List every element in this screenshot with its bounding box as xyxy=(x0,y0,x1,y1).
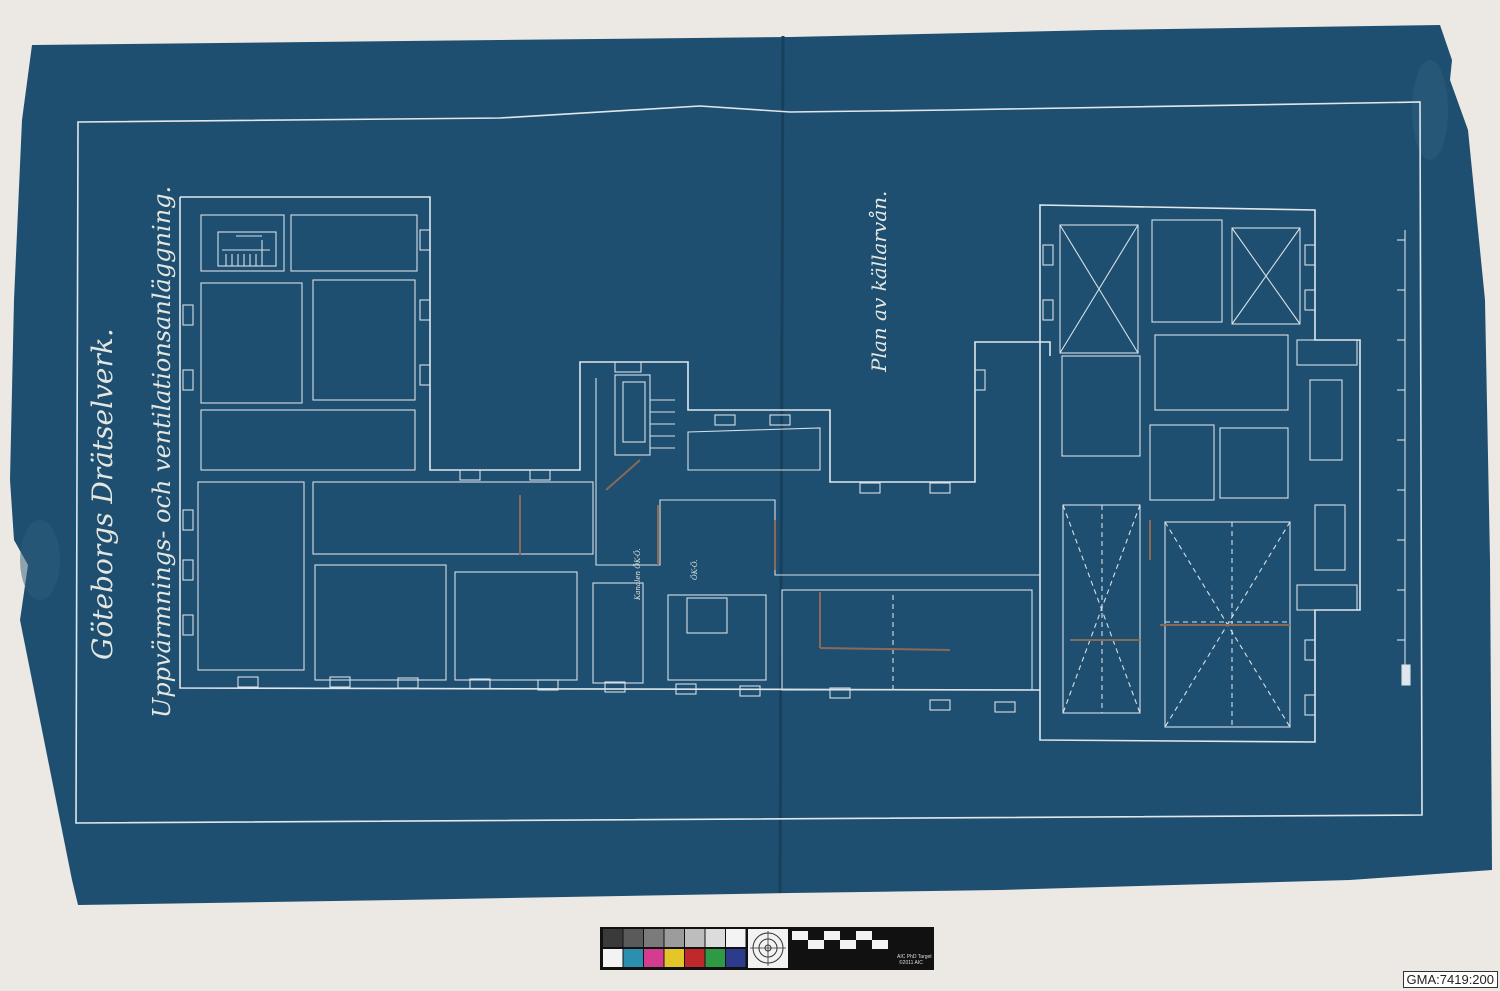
middle-section xyxy=(519,374,1040,691)
worn-patch xyxy=(20,520,60,600)
ruler-block xyxy=(792,931,808,940)
gray-patch xyxy=(623,929,643,947)
color-patch xyxy=(685,949,705,967)
drawing-title-line-1: Göteborgs Drätselverk. xyxy=(86,328,119,660)
color-target: AIC PhD Target ©2011 AIC xyxy=(600,927,934,970)
gray-patch xyxy=(726,929,746,947)
left-wing xyxy=(179,196,1051,691)
gray-patch xyxy=(664,929,684,947)
scale-bar xyxy=(1397,230,1411,686)
gray-patch xyxy=(705,929,725,947)
color-patch xyxy=(603,949,623,967)
fold-line xyxy=(778,35,785,894)
gray-patch xyxy=(603,929,623,947)
gray-patch xyxy=(644,929,664,947)
color-patch xyxy=(623,949,643,967)
ruler-block xyxy=(840,940,856,949)
worn-patch xyxy=(1412,60,1448,160)
window-marks xyxy=(182,229,1316,716)
catalog-label: GMA:7419:200 xyxy=(1402,971,1498,988)
color-patch xyxy=(644,949,664,967)
blueprint-sheet xyxy=(10,25,1492,905)
target-label-line-1: AIC PhD Target xyxy=(897,954,932,960)
gray-patch xyxy=(685,929,705,947)
target-ruler xyxy=(792,931,888,949)
ruler-block xyxy=(824,931,840,940)
plan-label: Plan av källarvån. xyxy=(867,191,891,373)
duct-label-1: Kanalen ÖK-Ö. xyxy=(633,548,642,601)
border-frame xyxy=(75,101,1423,824)
drawing-title-line-2: Uppvärmnings- och ventilationsanläggning… xyxy=(148,186,176,718)
color-patch xyxy=(664,949,684,967)
ruler-block xyxy=(856,931,872,940)
color-patch xyxy=(726,949,746,967)
target-label-line-2: ©2011 AIC xyxy=(899,959,923,966)
ruler-block xyxy=(808,940,824,949)
ruler-block xyxy=(872,940,888,949)
duct-label-2: ÖK-Ö. xyxy=(690,560,699,580)
color-patch xyxy=(705,949,725,967)
